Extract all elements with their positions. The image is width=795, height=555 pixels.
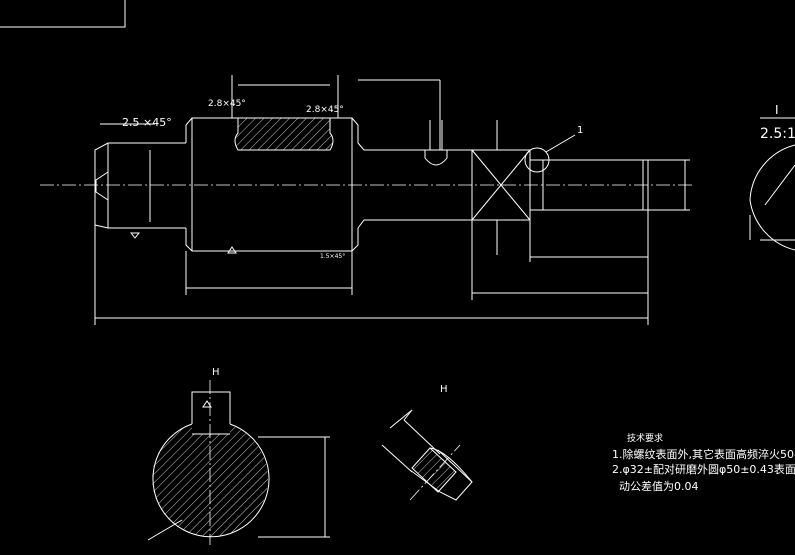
title-block-frame	[0, 0, 126, 28]
technical-requirements: 技术要求 1.除螺纹表面外,其它表面高频淬火50-55HTC 2.φ32±配对研…	[612, 432, 795, 493]
detail-label: I	[775, 103, 779, 117]
detail-view-i: I 2.5:1	[749, 103, 795, 251]
chamfer-note-small: 1.5×45°	[320, 253, 345, 260]
chamfer-note-groove-left: 2.8×45°	[208, 99, 246, 109]
detail-scale: 2.5:1	[760, 126, 795, 142]
dimension-lines	[94, 79, 690, 325]
chamfer-note-left: 2.5 ×45°	[122, 116, 172, 129]
section-label-h-right: H	[440, 384, 448, 395]
keyway-groove	[234, 117, 334, 151]
tech-title: 技术要求	[627, 432, 663, 444]
tech-line-3: 动公差值为0.04	[619, 479, 699, 493]
section-view-square	[381, 409, 473, 501]
tech-line-2: 2.φ32±配对研磨外圆φ50±0.43表面的圆跳	[612, 462, 795, 476]
detail-circle-marker	[524, 147, 550, 173]
roughness-symbols	[129, 232, 237, 408]
detail-ref-number: 1	[577, 125, 583, 136]
shaft-outline	[94, 117, 649, 252]
chamfer-note-groove-right: 2.8×45°	[306, 105, 344, 115]
section-view-keyway	[147, 380, 330, 545]
section-label-h-left: H	[212, 367, 220, 378]
tech-line-1: 1.除螺纹表面外,其它表面高频淬火50-55HTC	[612, 447, 795, 461]
